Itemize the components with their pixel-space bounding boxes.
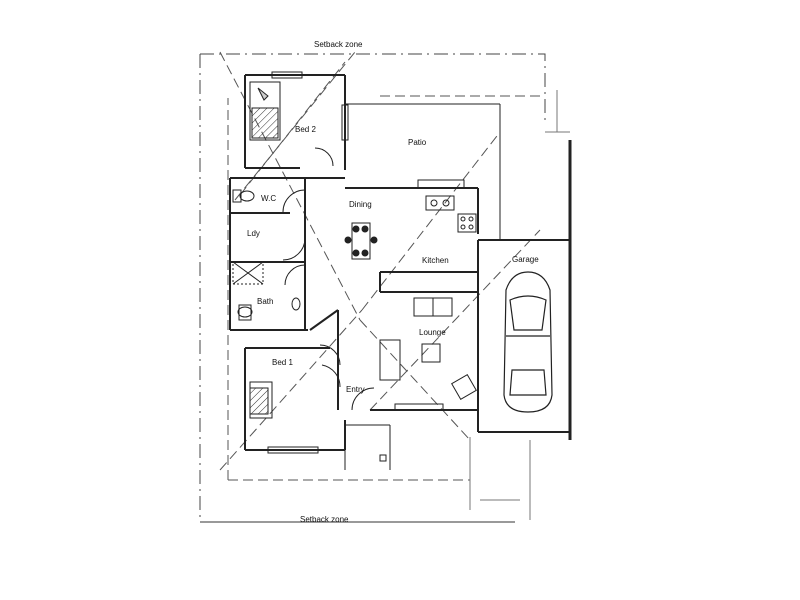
laundry-tub (232, 261, 264, 285)
bed2-label: Bed 2 (295, 125, 316, 134)
lounge-sofa (413, 297, 453, 317)
stove (457, 213, 477, 233)
lounge-label: Lounge (419, 328, 446, 337)
hall-walls (305, 177, 345, 331)
bed2-window-top (271, 71, 303, 79)
wet-area (229, 177, 308, 331)
coffee-table (421, 343, 441, 363)
lounge-armchair (379, 339, 401, 381)
bed2-room (244, 74, 346, 170)
bed2-window-side (341, 104, 349, 141)
bed1-bed (249, 381, 273, 419)
lounge-window (394, 403, 444, 411)
kitchen-label: Kitchen (422, 256, 449, 265)
site-lines (469, 90, 570, 520)
bath-label: Bath (257, 297, 274, 306)
roof-lines (219, 51, 545, 481)
patio-label: Patio (408, 138, 427, 147)
dining-door-swing (314, 147, 334, 167)
garage-label: Garage (512, 255, 539, 264)
bed1-window (267, 446, 319, 454)
garage-room (477, 239, 570, 433)
dining-label: Dining (349, 200, 372, 209)
kitchen-sink (425, 195, 455, 211)
bed1-door-swings (319, 344, 341, 388)
bed2-bed (249, 81, 281, 141)
wc-toilet (232, 189, 255, 203)
patio (345, 103, 501, 240)
car-icon (503, 271, 553, 413)
bath-fixtures (237, 297, 301, 321)
lounge-chair (451, 374, 477, 400)
setback-zone-top-label: Setback zone (314, 40, 363, 49)
kitchen-window (417, 179, 465, 189)
bed1-label: Bed 1 (272, 358, 293, 367)
door-swings-wet (282, 189, 306, 286)
wc-label: W.C (261, 194, 277, 203)
entry-label: Entry (346, 385, 365, 394)
ldy-label: Ldy (247, 229, 260, 238)
entry-porch (344, 387, 391, 470)
setback-zone-bottom-label: Setback zone (300, 515, 349, 524)
dining-table (344, 222, 378, 260)
